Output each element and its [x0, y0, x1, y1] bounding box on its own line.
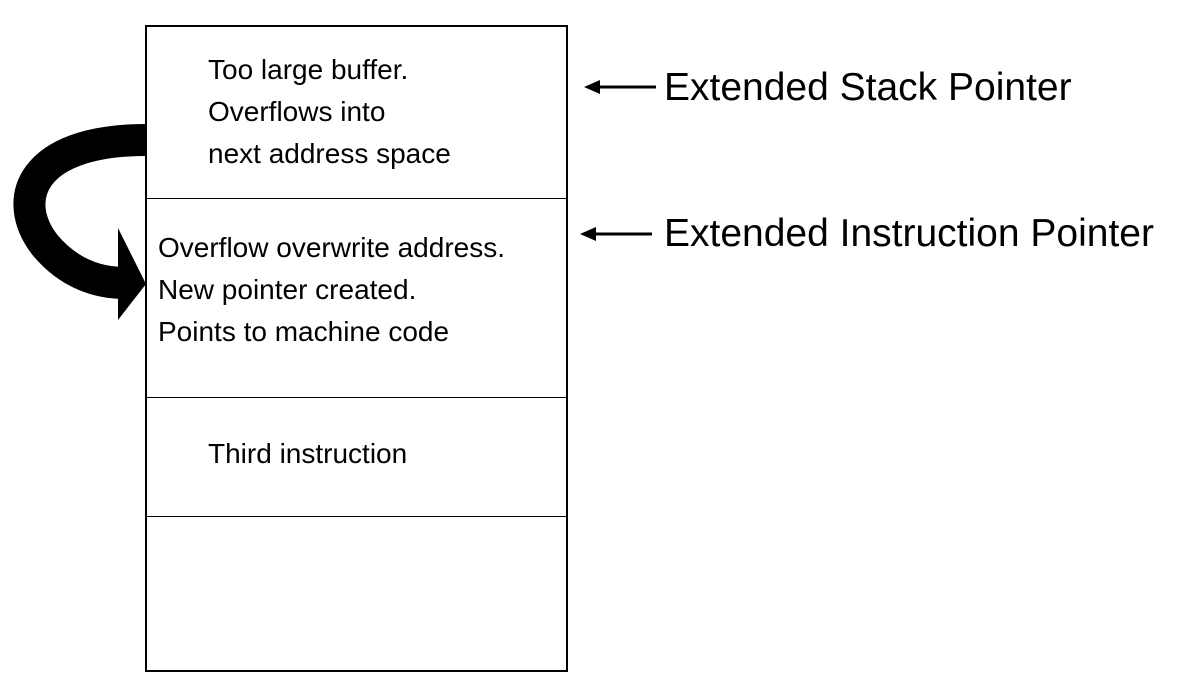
third-instruction-text-line-1: Third instruction	[208, 438, 408, 469]
stack-cell-buffer: Too large buffer. Overflows into next ad…	[147, 27, 566, 199]
eip-arrow-icon	[580, 227, 652, 241]
return-address-text-line-1: Overflow overwrite address.	[158, 232, 506, 263]
buffer-text-line-1: Too large buffer.	[208, 54, 409, 85]
return-address-text: Overflow overwrite address. New pointer …	[158, 227, 505, 353]
third-instruction-text: Third instruction	[208, 433, 407, 475]
return-address-text-line-3: Points to machine code	[158, 316, 450, 347]
stack-cell-empty	[147, 517, 566, 670]
return-address-text-line-2: New pointer created.	[158, 274, 417, 305]
overflow-curved-arrow-icon	[13, 124, 147, 320]
memory-stack: Too large buffer. Overflows into next ad…	[145, 25, 568, 672]
eip-label: Extended Instruction Pointer	[664, 212, 1154, 255]
esp-arrow-icon	[584, 80, 656, 94]
esp-label: Extended Stack Pointer	[664, 66, 1072, 109]
buffer-text-line-2: Overflows into	[208, 96, 386, 127]
stack-cell-third-instruction: Third instruction	[147, 398, 566, 517]
buffer-text: Too large buffer. Overflows into next ad…	[208, 49, 451, 175]
buffer-text-line-3: next address space	[208, 138, 451, 169]
stack-cell-return-address: Overflow overwrite address. New pointer …	[147, 199, 566, 398]
